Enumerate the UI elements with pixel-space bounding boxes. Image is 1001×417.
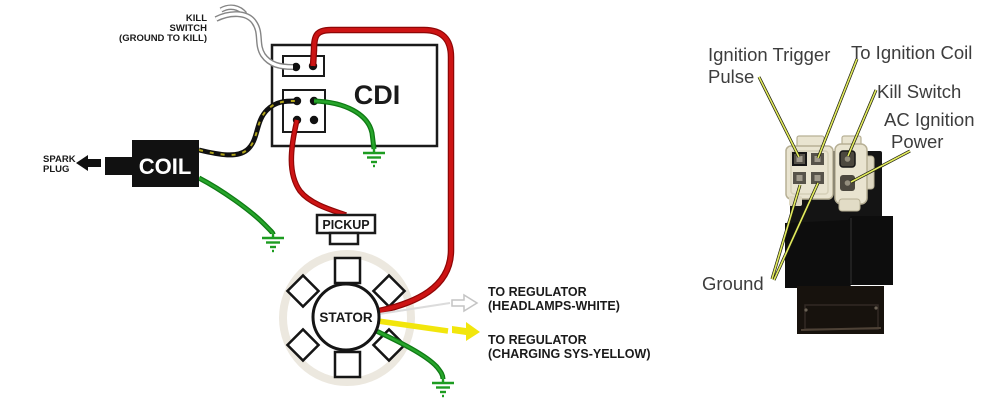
red-pickup-wire bbox=[289, 119, 347, 217]
label-to-ignition-coil: To Ignition Coil bbox=[851, 42, 972, 63]
cdi-photo: Ignition Trigger Pulse To Ignition Coil … bbox=[702, 42, 975, 334]
label-ac-ignition-line2: Power bbox=[891, 131, 943, 152]
red-ignition-power-wire bbox=[311, 28, 453, 313]
kill-switch-label: KILL SWITCH (GROUND TO KILL) bbox=[119, 13, 207, 44]
cdi-label: CDI bbox=[354, 80, 401, 110]
pickup-label: PICKUP bbox=[322, 218, 369, 232]
reflection-dot bbox=[874, 306, 878, 310]
leader-ac-ignition-power bbox=[850, 149, 911, 184]
spark-plug-label: SPARK PLUG bbox=[43, 154, 76, 175]
svg-text:KILL: KILL bbox=[186, 13, 207, 24]
leader-lines bbox=[757, 58, 911, 281]
leader-ignition-trigger bbox=[757, 76, 801, 158]
leader-to-ignition-coil bbox=[816, 58, 859, 159]
regulator-charging-label: TO REGULATOR (CHARGING SYS-YELLOW) bbox=[488, 333, 651, 361]
stator-magnet-square bbox=[285, 327, 321, 363]
left-schematic: CDI bbox=[43, 4, 651, 398]
connector-2pin bbox=[834, 135, 875, 212]
svg-text:(CHARGING SYS-YELLOW): (CHARGING SYS-YELLOW) bbox=[488, 347, 651, 361]
yellow-charging-wire bbox=[377, 318, 449, 334]
white-headlamp-wire bbox=[378, 302, 451, 315]
regulator-headlamps-label: TO REGULATOR (HEADLAMPS-WHITE) bbox=[488, 285, 620, 313]
svg-text:TO REGULATOR: TO REGULATOR bbox=[488, 285, 587, 299]
leader-ground-1 bbox=[770, 184, 802, 280]
stator-magnet-square bbox=[285, 273, 321, 309]
spark-plug-arrow-icon bbox=[76, 155, 101, 171]
stator-magnet-square bbox=[333, 256, 362, 285]
cdi-body-shine bbox=[800, 327, 882, 331]
coil-trigger-wire-stripes bbox=[198, 100, 297, 156]
stator-label: STATOR bbox=[319, 310, 372, 325]
coil-label: COIL bbox=[139, 154, 192, 179]
label-ignition-trigger-line1: Ignition Trigger bbox=[708, 44, 830, 65]
leader-ground-2 bbox=[772, 182, 820, 281]
label-kill-switch: Kill Switch bbox=[877, 81, 961, 102]
coil-box bbox=[132, 140, 199, 187]
svg-text:SPARK: SPARK bbox=[43, 154, 76, 165]
stator-outer-ring bbox=[279, 250, 415, 386]
stator-hub bbox=[311, 282, 381, 352]
cdi-body-lower bbox=[797, 286, 884, 334]
cdi-ground-wire bbox=[313, 99, 376, 150]
kill-switch-wire bbox=[214, 4, 294, 70]
svg-text:TO REGULATOR: TO REGULATOR bbox=[488, 333, 587, 347]
white-arrow-icon bbox=[451, 293, 479, 313]
svg-text:(GROUND TO KILL): (GROUND TO KILL) bbox=[119, 33, 207, 44]
svg-text:SWITCH: SWITCH bbox=[170, 23, 208, 34]
stator-ground-wire bbox=[371, 327, 445, 380]
reflection-dot bbox=[804, 308, 808, 312]
yellow-arrow-icon bbox=[452, 322, 480, 341]
coil-output-stub bbox=[105, 157, 133, 175]
leader-kill-switch bbox=[846, 89, 878, 157]
stator-magnet-square bbox=[371, 327, 407, 363]
label-ac-ignition-line1: AC Ignition bbox=[884, 109, 975, 130]
stator-magnet-square bbox=[333, 350, 362, 379]
stator-magnet-square bbox=[371, 273, 407, 309]
green-ground-wires bbox=[197, 98, 446, 380]
label-ground: Ground bbox=[702, 273, 764, 294]
label-ignition-trigger-line2: Pulse bbox=[708, 66, 754, 87]
svg-text:(HEADLAMPS-WHITE): (HEADLAMPS-WHITE) bbox=[488, 299, 620, 313]
cdi-body-flange bbox=[785, 216, 893, 288]
svg-text:PLUG: PLUG bbox=[43, 164, 69, 175]
pickup-tab bbox=[328, 231, 360, 246]
connector-4pin bbox=[785, 135, 834, 206]
coil-ground-wire bbox=[198, 176, 275, 235]
cdi-4pin-connector bbox=[282, 89, 326, 133]
